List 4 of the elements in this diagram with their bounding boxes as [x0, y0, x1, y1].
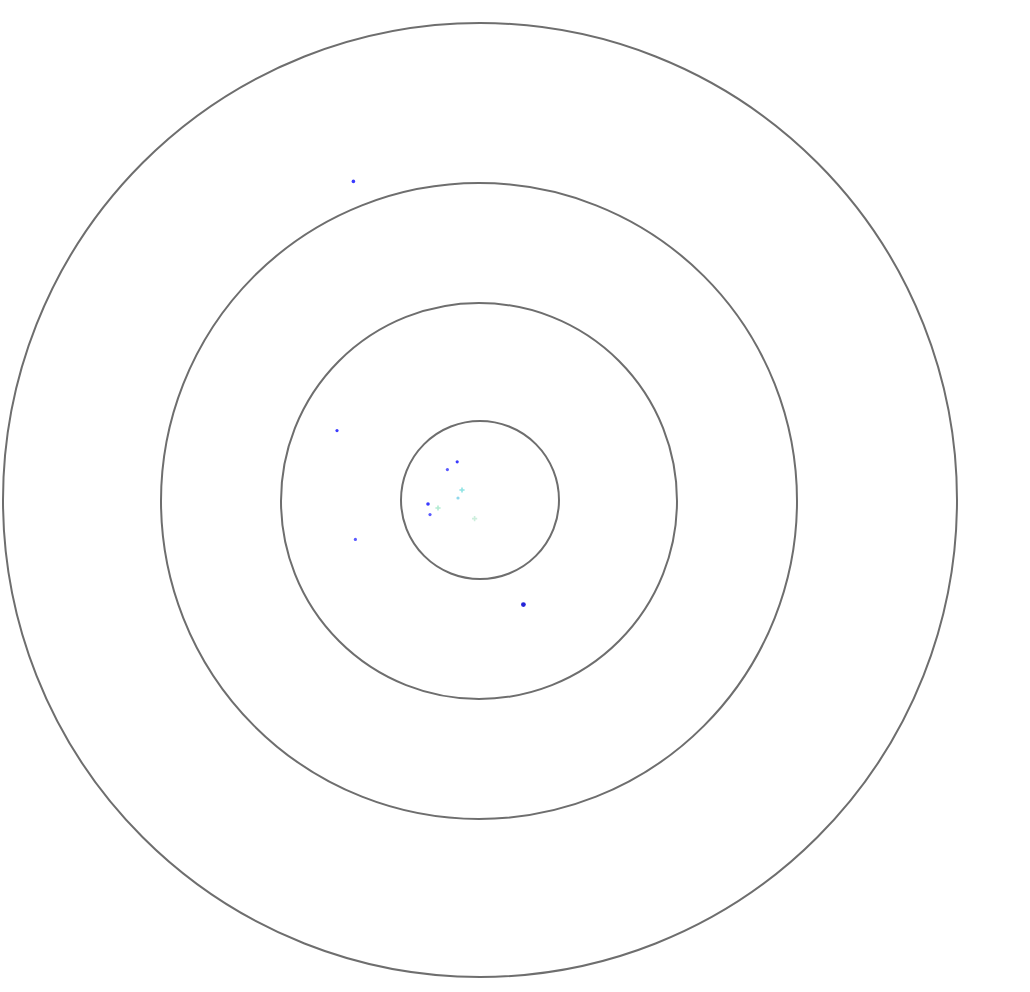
- target-ring: [280, 301, 678, 699]
- target-ring: [160, 181, 798, 819]
- target-ring: [399, 420, 559, 580]
- target-ring: [1, 22, 957, 978]
